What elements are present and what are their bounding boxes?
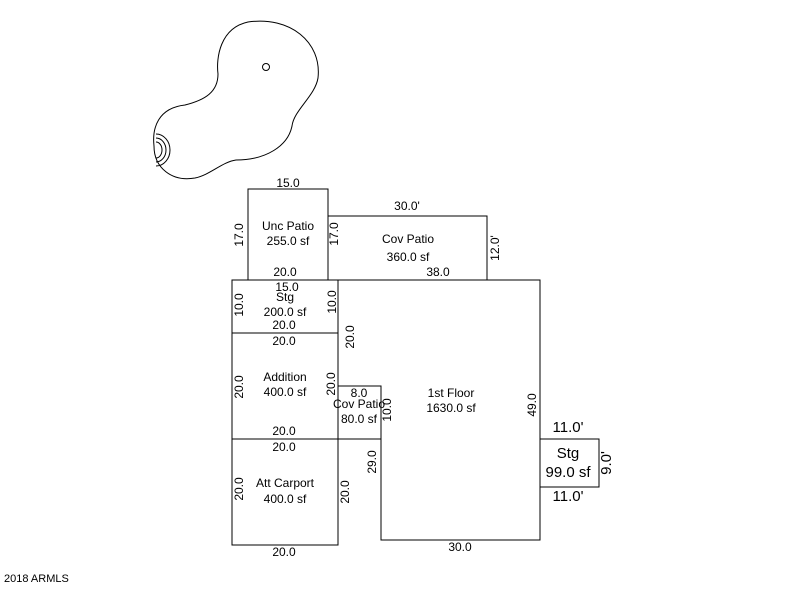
- storage-right-name: Stg: [557, 445, 580, 462]
- dim-cov-top: 30.0': [394, 199, 420, 213]
- first-floor-area: 1630.0 sf: [426, 401, 476, 415]
- dim-stg-r-top: 11.0': [553, 419, 584, 436]
- dim-stg-r-right: 9.0': [598, 451, 615, 475]
- dim-small-right: 10.0: [380, 398, 394, 422]
- unc-patio-area: 255.0 sf: [267, 234, 310, 248]
- watermark: 2018 ARMLS: [4, 573, 69, 585]
- dim-small-top: 8.0: [351, 386, 368, 400]
- pool-steps-icon: [155, 133, 171, 167]
- dim-carport-left: 20.0: [232, 477, 246, 501]
- small-cov-patio-area: 80.0 sf: [341, 412, 378, 426]
- cov-patio-area: 360.0 sf: [387, 250, 430, 264]
- dim-add-left: 20.0: [232, 375, 246, 399]
- dim-carport-right: 20.0: [338, 480, 352, 504]
- pool: [153, 20, 319, 180]
- carport-area: 400.0 sf: [264, 492, 307, 506]
- dim-main-top: 38.0: [426, 265, 450, 279]
- dim-add-right: 20.0: [324, 372, 338, 396]
- addition-area: 400.0 sf: [264, 385, 307, 399]
- dim-stg-left: 10.0: [232, 293, 246, 317]
- pool-steps-icon: [155, 137, 167, 163]
- carport-name: Att Carport: [256, 476, 315, 490]
- dim-stg-bottom: 20.0: [272, 318, 296, 332]
- small-cov-patio-name: Cov Patio: [333, 397, 385, 411]
- dim-carport-bottom: 20.0: [272, 545, 296, 559]
- dim-unc-top: 15.0: [276, 176, 300, 190]
- dim-carport-top: 20.0: [272, 440, 296, 454]
- dim-stg-right: 10.0: [325, 290, 339, 314]
- unc-patio-name: Unc Patio: [262, 219, 314, 233]
- addition-name: Addition: [263, 370, 306, 384]
- dim-unc-left: 17.0: [232, 223, 246, 247]
- dim-unc-right: 17.0: [327, 222, 341, 246]
- carport-outline: [231, 438, 339, 546]
- dim-add-top: 20.0: [272, 334, 296, 348]
- storage-right-outline: [539, 438, 600, 488]
- dim-ff-right: 49.0: [525, 393, 539, 417]
- dim-ff-bottom: 30.0: [448, 540, 472, 554]
- dim-unc-bottom: 20.0: [273, 265, 297, 279]
- dim-cov-right: 12.0': [488, 235, 502, 261]
- dim-ff-left-upper: 20.0: [343, 325, 357, 349]
- first-floor-name: 1st Floor: [428, 386, 475, 400]
- storage-name: Stg: [276, 290, 294, 304]
- dim-stg-top: 15.0: [275, 280, 299, 294]
- storage-area: 200.0 sf: [264, 305, 307, 319]
- storage-right-area: 99.0 sf: [545, 464, 591, 481]
- pool-drain-icon: [262, 63, 270, 71]
- cov-patio-name: Cov Patio: [382, 232, 434, 246]
- cov-patio-outline: [327, 215, 488, 281]
- pool-steps-icon: [155, 141, 163, 159]
- dim-stg-r-bottom: 11.0': [553, 488, 584, 505]
- pool-outline: [153, 20, 319, 180]
- small-cov-patio-outline: [337, 385, 382, 440]
- first-floor-outline: [338, 279, 541, 541]
- dim-ff-left-lower: 29.0: [365, 450, 379, 474]
- dim-add-bottom: 20.0: [272, 424, 296, 438]
